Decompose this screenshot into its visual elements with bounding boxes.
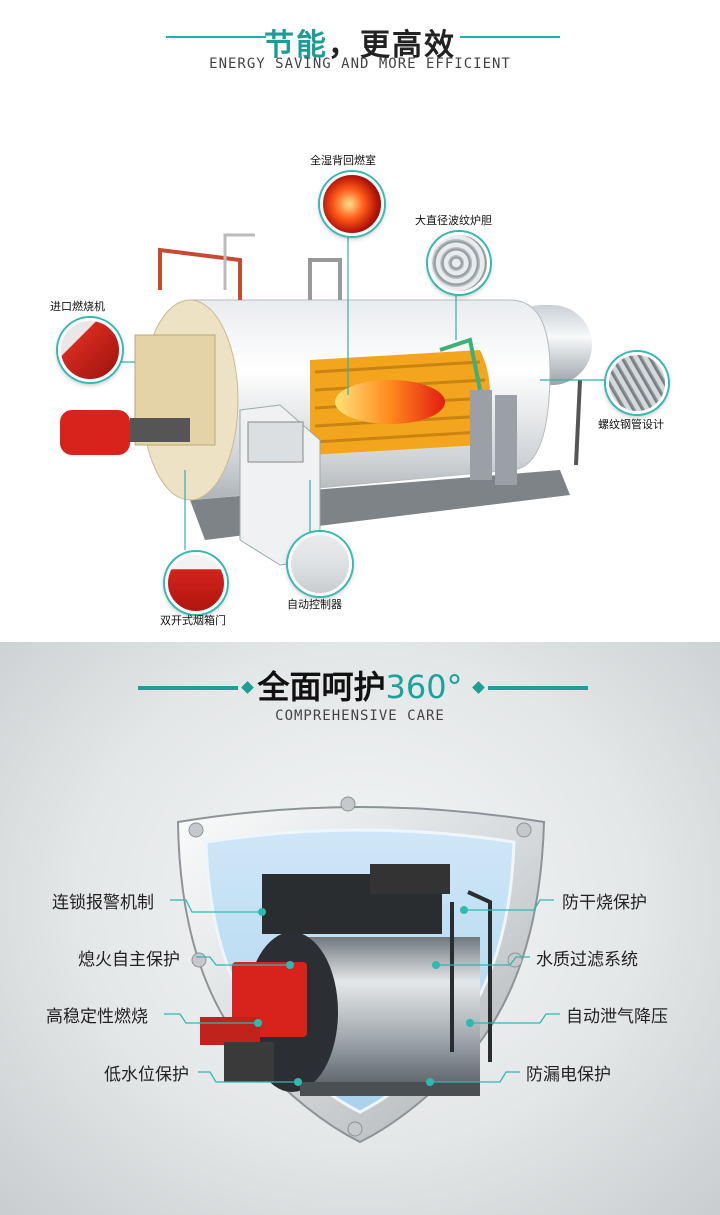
controller-icon [288, 532, 352, 596]
feature-label-right: 水质过滤系统 [536, 950, 638, 970]
heading-divider-right [460, 36, 560, 38]
heading-bar-left [138, 686, 238, 690]
smoke-door-icon [165, 552, 227, 614]
heading-bar-right [488, 686, 588, 690]
callout-label: 双开式烟箱门 [160, 614, 226, 627]
feature-label-left: 连锁报警机制 [52, 893, 154, 913]
section-subtitle: COMPREHENSIVE CARE [275, 708, 445, 724]
callout-label: 自动控制器 [287, 598, 342, 611]
feature-label-left: 熄火自主保护 [78, 950, 180, 970]
comprehensive-care-section: 全面呵护360° COMPREHENSIVE CARE [0, 642, 720, 1215]
burner-icon [58, 318, 122, 382]
section-title: 节能，更高效 [264, 28, 456, 63]
callout-label: 大直径波纹炉胆 [415, 214, 492, 227]
energy-saving-section: 节能，更高效 ENERGY SAVING AND MORE EFFICIENT [0, 18, 720, 627]
section-heading: 节能，更高效 ENERGY SAVING AND MORE EFFICIENT [0, 18, 720, 78]
heading-divider-left [166, 36, 266, 38]
section-subtitle: ENERGY SAVING AND MORE EFFICIENT [209, 56, 511, 72]
boiler-illustration [60, 232, 610, 566]
flame-icon [320, 172, 384, 236]
feature-label-left: 低水位保护 [104, 1065, 189, 1085]
corrugated-furnace-icon [428, 232, 490, 294]
shield-illustration [164, 796, 560, 1144]
callout-label: 全湿背回燃室 [310, 154, 376, 167]
threaded-tubes-icon [606, 352, 668, 414]
section-heading: 全面呵护360° COMPREHENSIVE CARE [0, 662, 720, 732]
feature-label-right: 防干烧保护 [562, 893, 647, 913]
callout-label: 进口燃烧机 [50, 300, 105, 313]
feature-label-right: 防漏电保护 [526, 1065, 611, 1085]
feature-label-left: 高稳定性燃烧 [46, 1007, 148, 1027]
section-title: 全面呵护360° [257, 668, 463, 706]
callout-label: 螺纹钢管设计 [598, 418, 664, 431]
feature-label-right: 自动泄气降压 [566, 1007, 668, 1027]
